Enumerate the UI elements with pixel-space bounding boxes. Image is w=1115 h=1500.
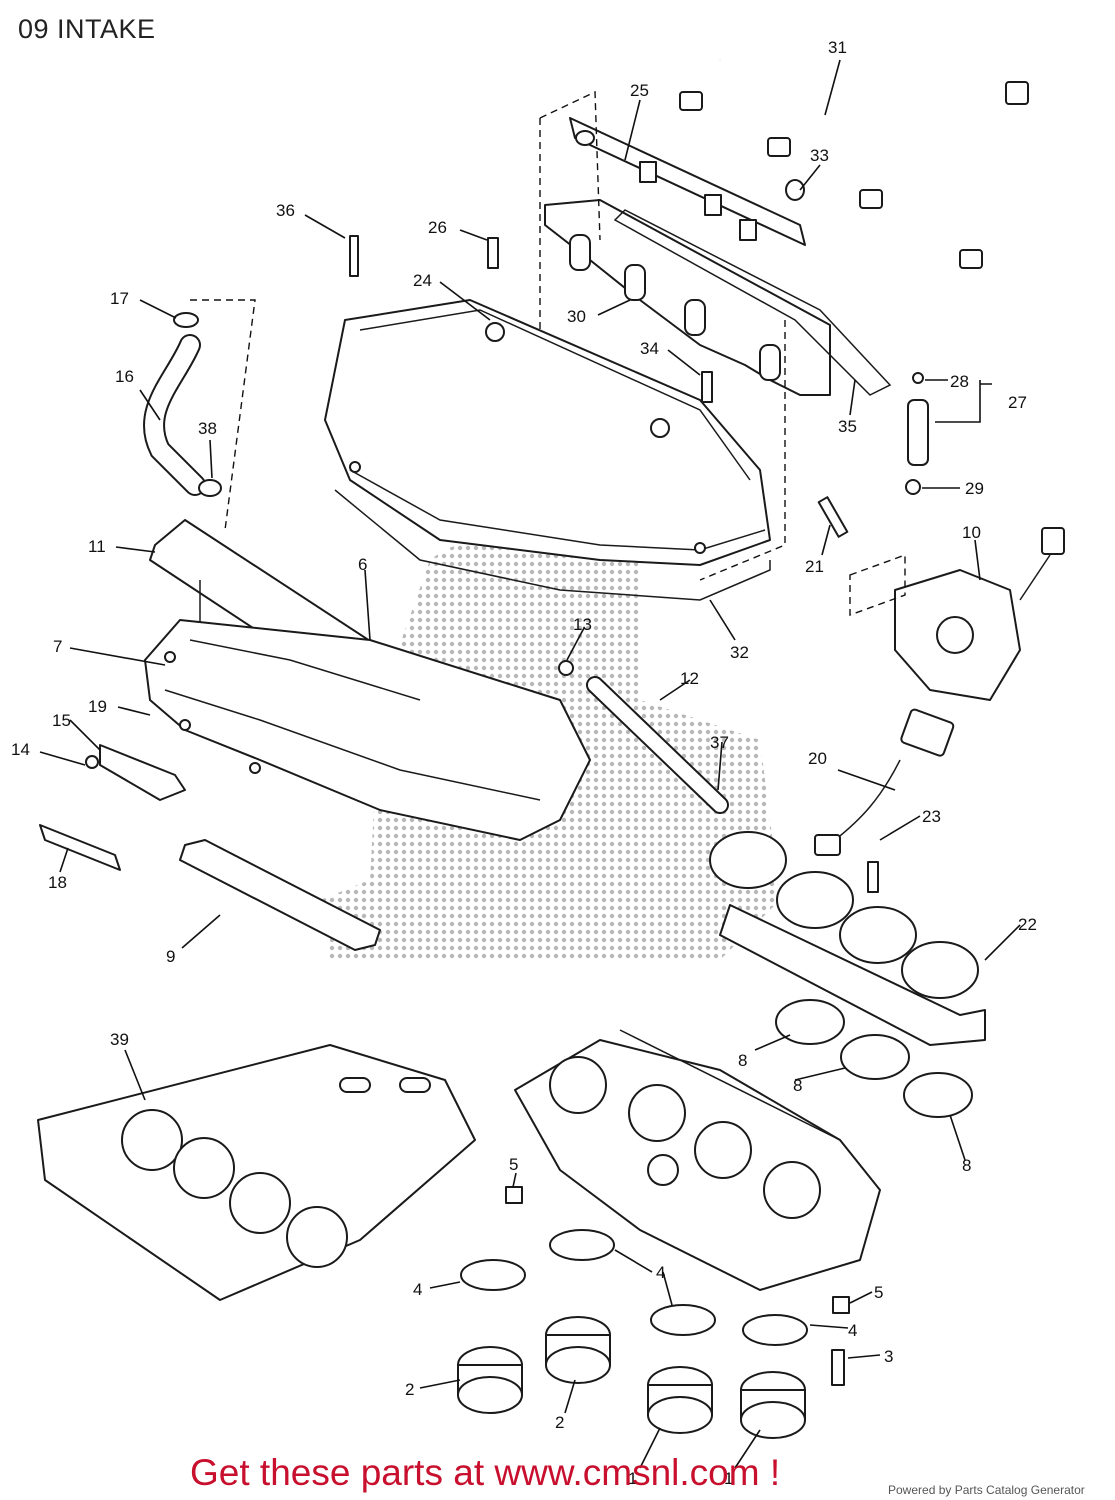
- callout-2-a: 2: [405, 1380, 414, 1399]
- powered-by-note: Powered by Parts Catalog Generator: [888, 1483, 1085, 1497]
- sensor-harness: [814, 708, 955, 856]
- intake-joints: [457, 1316, 806, 1439]
- fuel-rail: [569, 117, 806, 246]
- velocity-stacks: [709, 831, 986, 1046]
- callout-37: 37: [710, 733, 729, 752]
- callout-12: 12: [680, 669, 699, 688]
- breather-hose: [143, 312, 222, 497]
- callout-2-b: 2: [555, 1413, 564, 1432]
- wire-harness: [679, 46, 1029, 269]
- callout-28: 28: [950, 372, 969, 391]
- hose-clamps: [460, 1229, 808, 1346]
- sensor-unit: [817, 496, 1065, 701]
- callout-36: 36: [276, 201, 295, 220]
- callout-21: 21: [805, 557, 824, 576]
- callout-13: 13: [573, 615, 592, 634]
- callout-4-b: 4: [656, 1263, 665, 1282]
- callout-3: 3: [884, 1347, 893, 1366]
- throttle-body: [514, 1029, 881, 1291]
- callout-35: 35: [838, 417, 857, 436]
- callout-31: 31: [828, 38, 847, 57]
- cover-gasket: [334, 489, 771, 601]
- callout-30: 30: [567, 307, 586, 326]
- callout-24: 24: [413, 271, 432, 290]
- callout-1-a: 1: [628, 1469, 637, 1488]
- callout-5-a: 5: [509, 1155, 518, 1174]
- callout-6: 6: [358, 555, 367, 574]
- callout-5-b: 5: [874, 1283, 883, 1302]
- diagram-title: 09 INTAKE: [18, 14, 156, 44]
- callout-20: 20: [808, 749, 827, 768]
- callout-8-b: 8: [793, 1076, 802, 1095]
- parts-link-banner[interactable]: Get these parts at www.cmsnl.com !: [190, 1452, 781, 1493]
- callout-9: 9: [166, 947, 175, 966]
- callout-32: 32: [730, 643, 749, 662]
- callout-17: 17: [110, 289, 129, 308]
- filter-gasket: [179, 839, 381, 951]
- callout-18: 18: [48, 873, 67, 892]
- callout-4-c: 4: [848, 1321, 857, 1340]
- callout-7: 7: [53, 637, 62, 656]
- callout-11: 11: [88, 537, 106, 556]
- callout-33: 33: [810, 146, 829, 165]
- callout-29: 29: [965, 479, 984, 498]
- callout-38: 38: [198, 419, 217, 438]
- callout-15: 15: [52, 711, 71, 730]
- callout-25: 25: [630, 81, 649, 100]
- airbox-body: [144, 619, 591, 841]
- callout-8-a: 8: [738, 1051, 747, 1070]
- vacuum-hose: [558, 660, 729, 814]
- callout-8-c: 8: [962, 1156, 971, 1175]
- injector: [905, 372, 929, 495]
- callout-16: 16: [115, 367, 134, 386]
- airbox-cover: [324, 299, 771, 566]
- callout-10: 10: [962, 523, 981, 542]
- callout-14: 14: [11, 740, 30, 759]
- callout-23: 23: [922, 807, 941, 826]
- base-plate: [37, 1044, 476, 1301]
- injector-holder: [544, 199, 892, 396]
- callout-1-b: 1: [724, 1469, 733, 1488]
- callout-27: 27: [1008, 393, 1027, 412]
- callout-39: 39: [110, 1030, 129, 1049]
- mount-bracket: [39, 744, 186, 871]
- callout-4-a: 4: [413, 1280, 422, 1299]
- callout-19: 19: [88, 697, 107, 716]
- fasteners: [349, 235, 850, 1386]
- o-rings: [775, 999, 973, 1118]
- callout-labels: 31 25 33 36 26 24 17 30 34 16 28 27 38 3…: [11, 38, 1037, 1488]
- callout-22: 22: [1018, 915, 1037, 934]
- callout-34: 34: [640, 339, 659, 358]
- leader-lines: [39, 59, 1021, 1469]
- callout-26: 26: [428, 218, 447, 237]
